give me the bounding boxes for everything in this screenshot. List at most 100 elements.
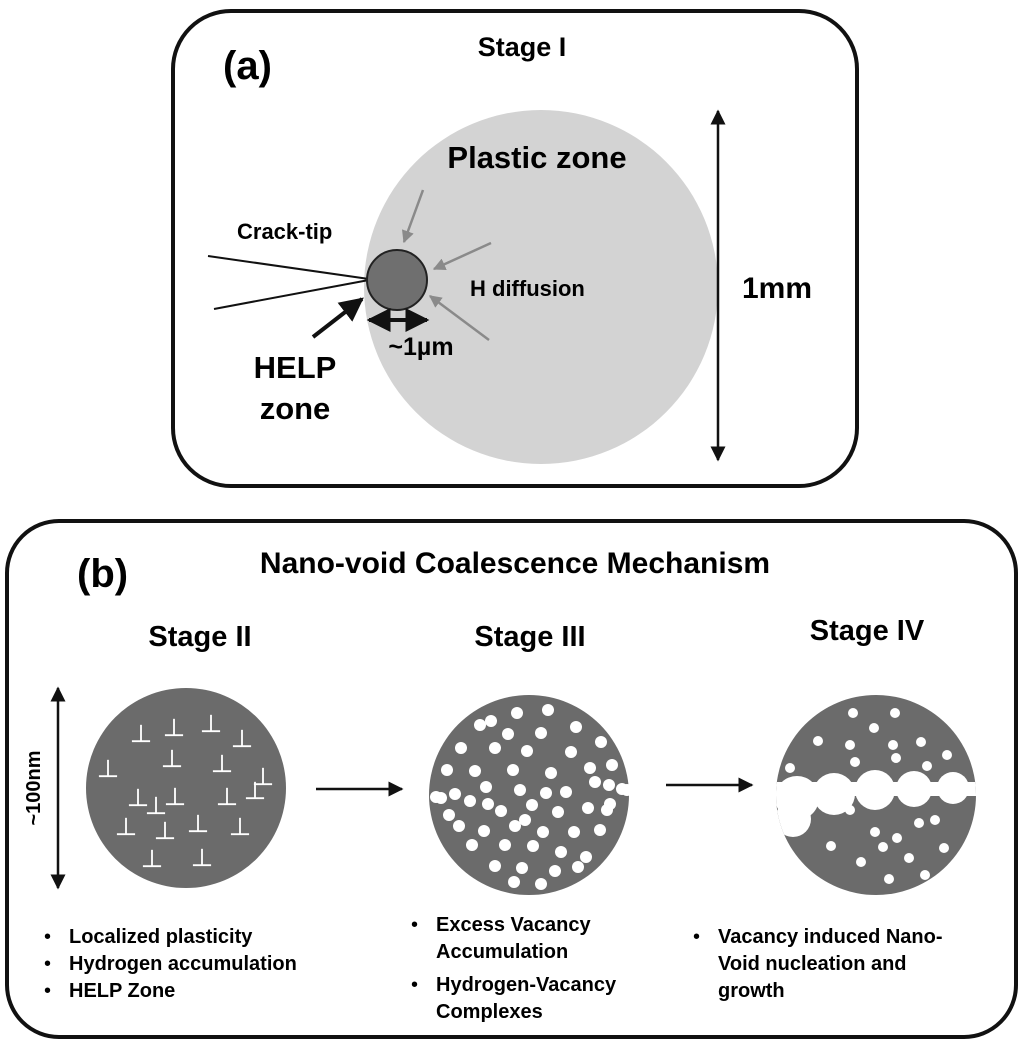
vacancy-dot [469,765,481,777]
vacancy-dot [526,799,538,811]
vacancy-dot [430,791,442,803]
vacancy-dot [540,787,552,799]
crack-tip-label: Crack-tip [237,219,332,244]
nano-void [776,801,811,837]
vacancy-dot [845,740,855,750]
vacancy-dot [502,728,514,740]
panel-a-label: (a) [223,44,272,88]
vacancy-dot [939,843,949,853]
h-diffusion-label: H diffusion [470,276,585,301]
vacancy-dot [489,742,501,754]
bullet-dot: • [44,953,51,975]
vacancy-dot [856,857,866,867]
vacancy-dot [848,708,858,718]
vacancy-dot [514,784,526,796]
vacancy-dot [621,784,633,796]
stage-iii-bullets: • Excess Vacancy Accumulation • Hydrogen… [411,914,617,1023]
vacancy-dot [565,746,577,758]
vacancy-dot [449,788,461,800]
vacancy-dot [888,740,898,750]
vacancy-dot [555,846,567,858]
diffusion-arrow-right [432,241,492,271]
panel-b-title: Nano-void Coalescence Mechanism [260,547,770,580]
bullet-text: Accumulation [436,941,568,963]
vacancy-dot [537,826,549,838]
vacancy-dot [568,826,580,838]
vacancy-dot [489,860,501,872]
vacancy-dot [560,786,572,798]
bullet-text: Hydrogen-Vacancy [436,974,617,996]
vacancy-dot [884,874,894,884]
bullet-dot: • [693,926,700,948]
vacancy-dot [552,806,564,818]
vacancy-dot [922,761,932,771]
vacancy-dot [478,825,490,837]
help-zone-label-line2: zone [260,391,331,426]
stage-iii-title: Stage III [474,621,585,653]
vacancy-dot [589,776,601,788]
panel-a-title: Stage I [478,32,567,62]
vacancy-dot [464,795,476,807]
vacancy-dot [594,824,606,836]
scale-label: ~100nm [23,750,45,825]
vacancy-dot [570,721,582,733]
vacancy-dot [942,750,952,760]
vacancy-dot [920,870,930,880]
vacancy-dot [904,853,914,863]
vacancy-dot [443,809,455,821]
vacancy-dot [891,753,901,763]
vacancy-dot [466,839,478,851]
bullet-dot: • [411,974,418,996]
bullet-text: Localized plasticity [69,926,253,948]
diffusion-arrow-top [401,189,425,244]
vacancy-dot [549,865,561,877]
vacancy-dot [495,805,507,817]
bullet-text: HELP Zone [69,980,175,1002]
vacancy-dot [545,767,557,779]
vacancy-dot [916,737,926,747]
bullet-text: growth [718,980,785,1002]
stage-iv-vacancies [776,708,976,884]
vacancy-dot [455,742,467,754]
vacancy-dot [507,764,519,776]
vacancy-dot [519,814,531,826]
vacancy-dot [930,815,940,825]
vacancy-dot [606,759,618,771]
stage-ii-disc [86,688,286,888]
bullet-text: Hydrogen accumulation [69,953,297,975]
bullet-text: Vacancy induced Nano- [718,926,943,948]
plastic-zone-label: Plastic zone [447,140,626,175]
vacancy-dot [826,841,836,851]
bullet-dot: • [44,980,51,1002]
bullet-text: Void nucleation and [718,953,907,975]
help-size-label: ~1µm [388,333,453,361]
vacancy-dot [480,781,492,793]
help-zone-label-line1: HELP [254,350,337,385]
stage-iii-disc [429,695,629,895]
vacancy-dot [499,839,511,851]
plastic-zone-circle [364,110,718,464]
stage-ii-bullets: • Localized plasticity • Hydrogen accumu… [44,926,297,1002]
vacancy-dot [914,818,924,828]
vacancy-dot [878,842,888,852]
vacancy-dot [595,736,607,748]
vacancy-dot [869,723,879,733]
plastic-zone-size-label: 1mm [742,272,812,305]
bullet-text: Excess Vacancy [436,914,591,936]
vacancy-dot [509,820,521,832]
vacancy-dot [485,715,497,727]
vacancy-dot [527,840,539,852]
crack-upper-flank [207,255,370,280]
diffusion-arrows [401,189,492,342]
vacancy-dot [441,764,453,776]
help-zone-pointer-arrow [311,297,364,339]
panel-b-label: (b) [77,552,128,596]
vacancy-dot [582,802,594,814]
vacancy-dot [785,763,795,773]
bullet-dot: • [411,914,418,936]
vacancy-dot [482,798,494,810]
vacancy-dot [535,727,547,739]
vacancy-dot [603,779,615,791]
stage-ii-title: Stage II [148,621,251,653]
diffusion-arrow-bottom [428,294,490,342]
